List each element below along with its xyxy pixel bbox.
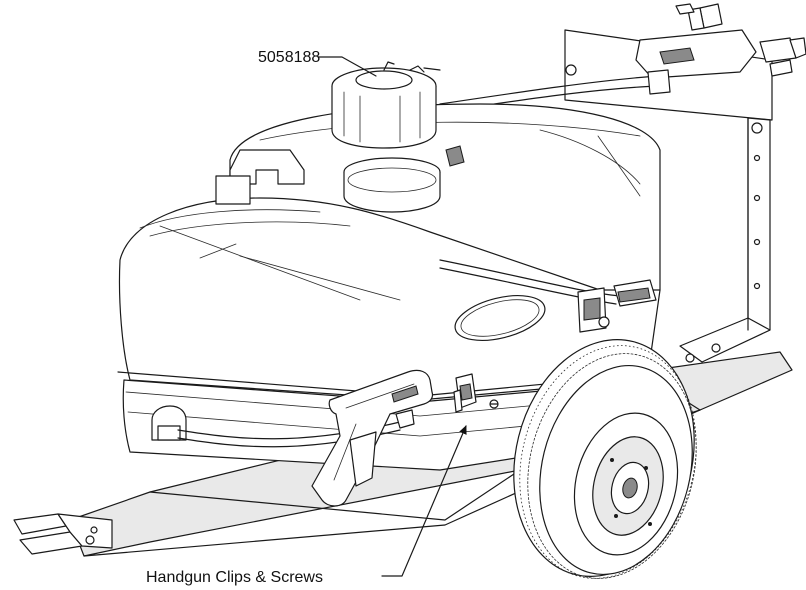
- callout-handgun-clips: Handgun Clips & Screws: [146, 425, 467, 586]
- sight-window: [454, 295, 546, 341]
- callout-lid-label: 5058188: [258, 49, 320, 66]
- clip-screw: [489, 399, 499, 409]
- tank-front-dome: [118, 197, 661, 401]
- fill-opening: [343, 145, 465, 213]
- callout-handgun-clips-label: Handgun Clips & Screws: [146, 569, 323, 586]
- pump-bracket: [577, 287, 610, 333]
- handgun: [311, 369, 434, 507]
- valve-manifold: [635, 3, 806, 79]
- hitch-tongue: [13, 513, 113, 555]
- wheel: [513, 339, 697, 579]
- tank-lid: [331, 61, 441, 149]
- callout-lid: 5058188: [258, 49, 377, 77]
- handgun-clip: [453, 373, 477, 413]
- tank-handle: [215, 149, 305, 205]
